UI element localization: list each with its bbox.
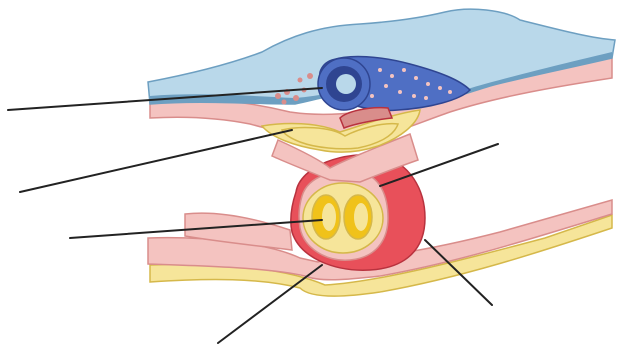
- leader-line-notochord: [20, 130, 292, 192]
- gut-lumen-left-hollow: [322, 203, 336, 231]
- gut-lumen-right-hollow: [354, 203, 368, 231]
- neural-tube-end-inner: [336, 74, 356, 94]
